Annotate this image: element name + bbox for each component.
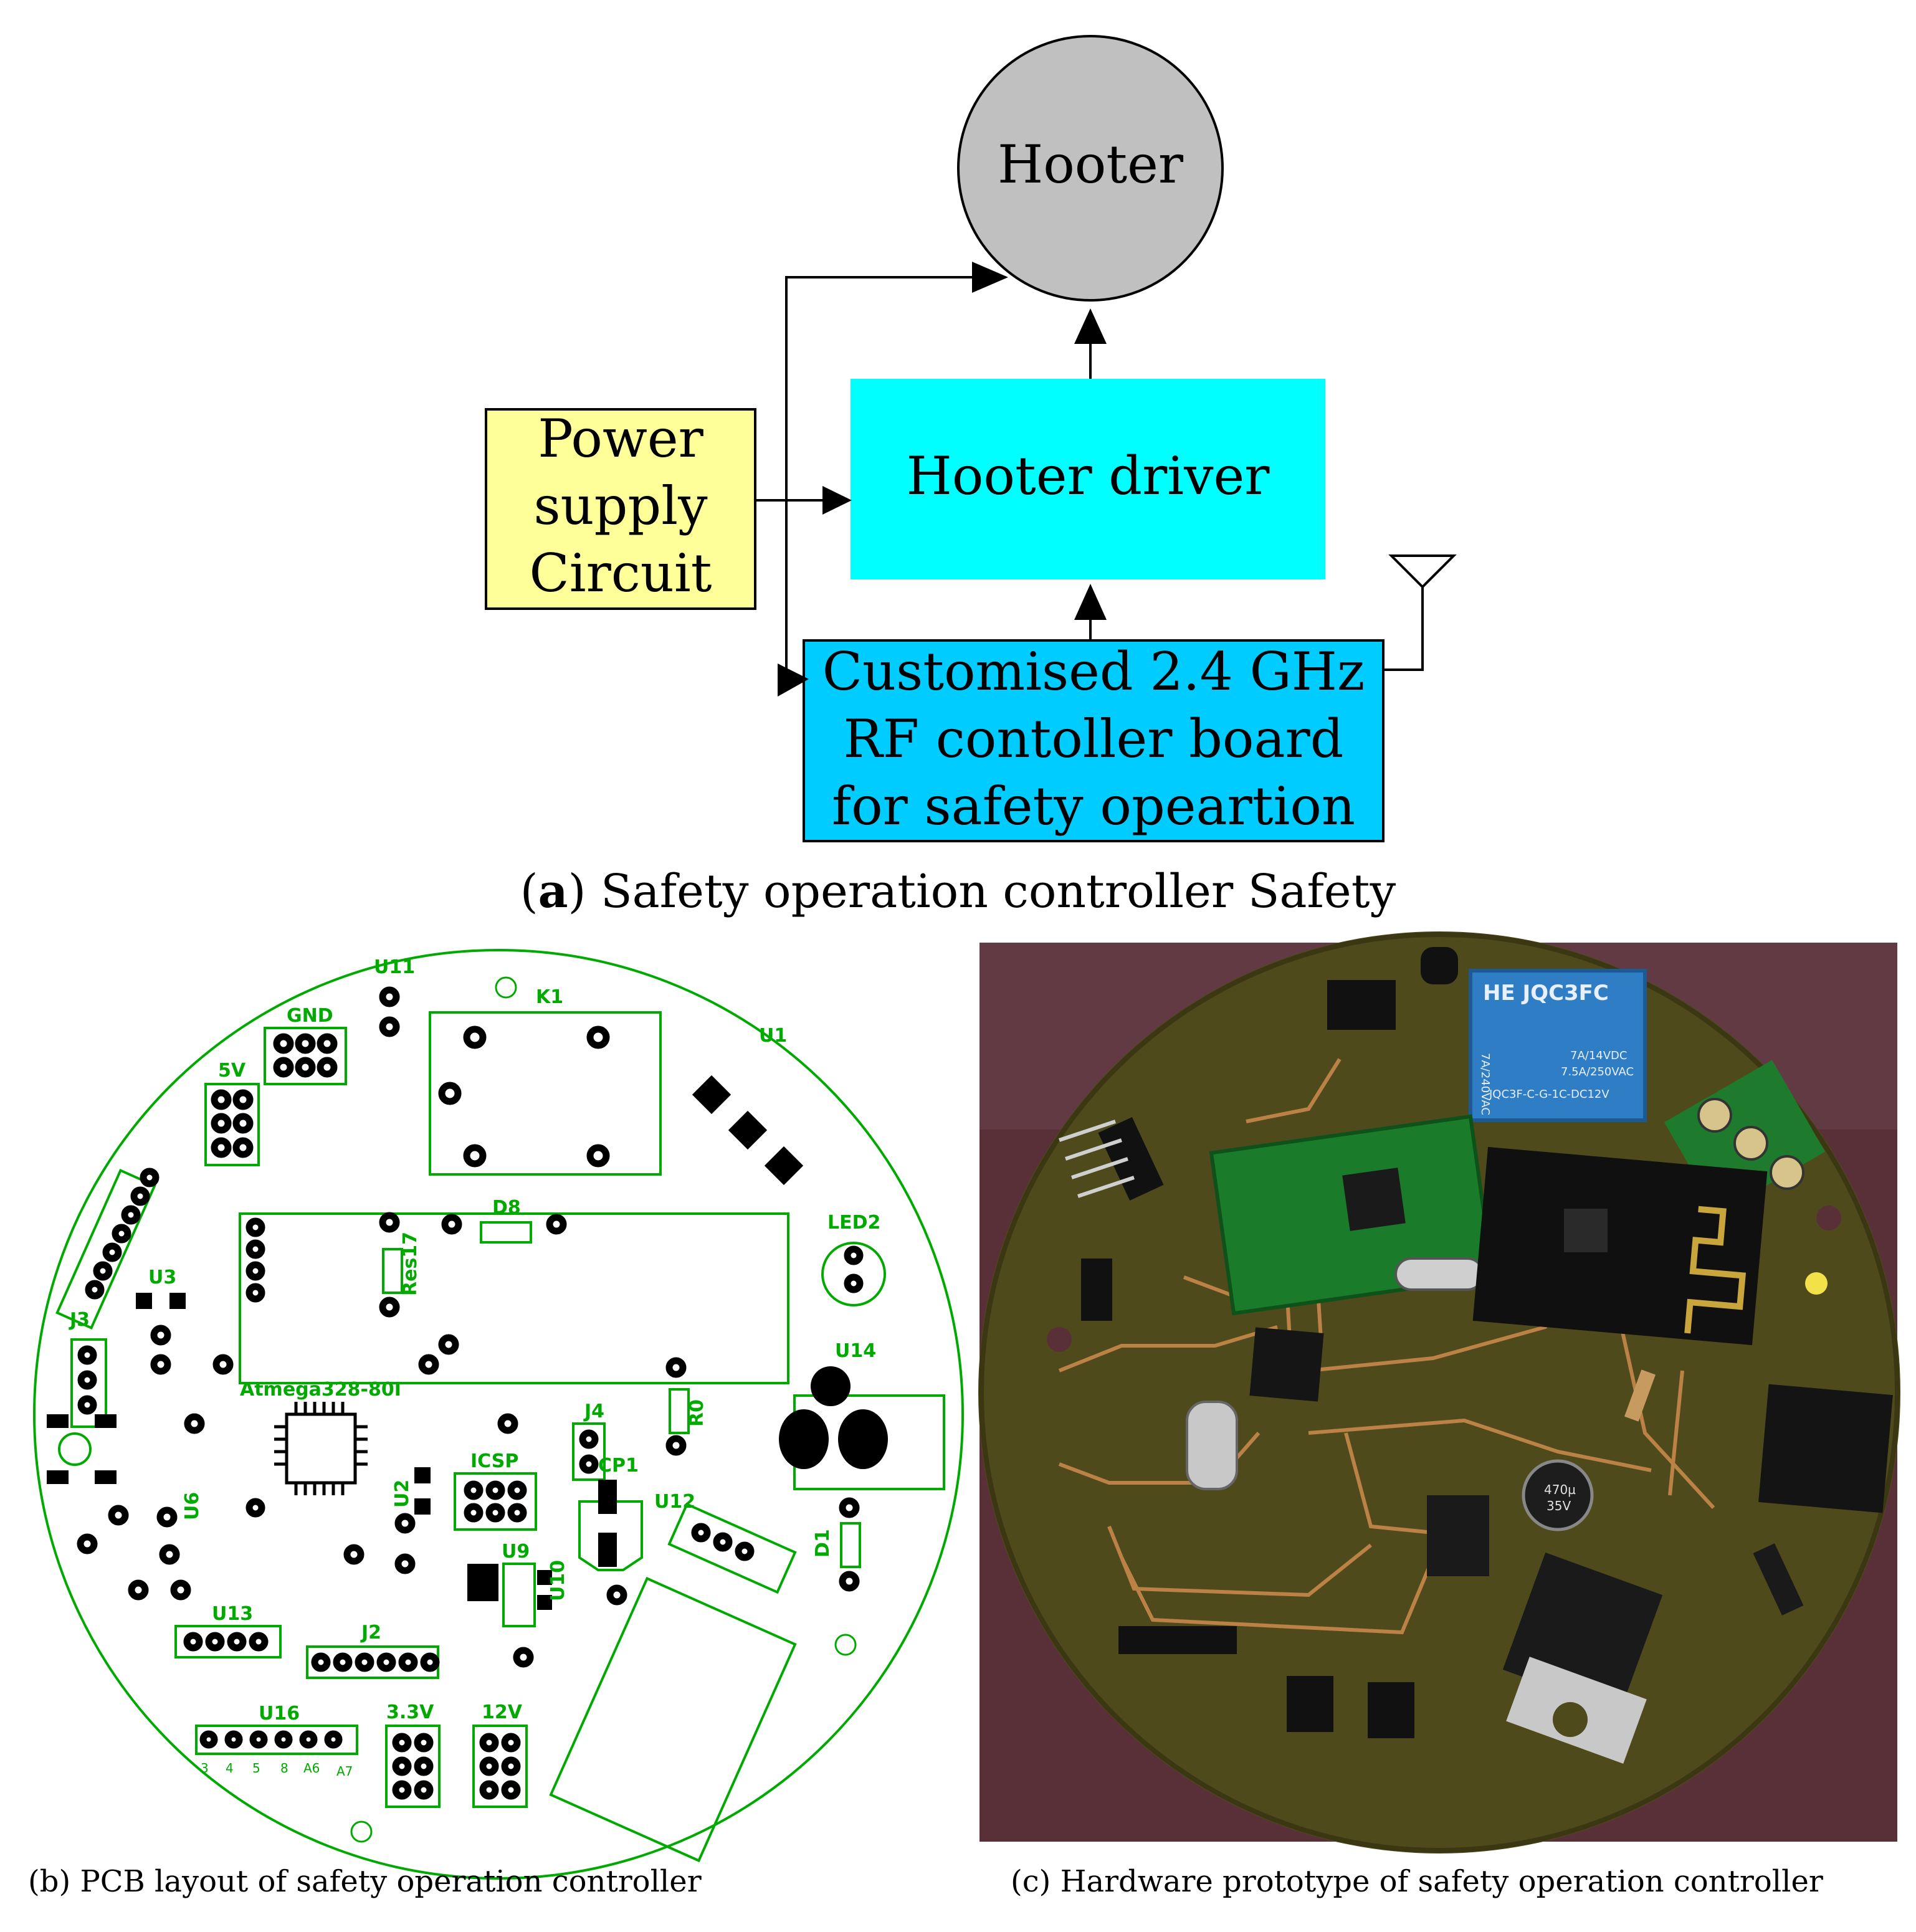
power-supply-node xyxy=(485,408,756,610)
pcb-label-icsp: ICSP xyxy=(470,1450,518,1472)
relay-spec-left-text: 7A/240VAC xyxy=(1479,1053,1492,1115)
u16-pin-label: 5 xyxy=(252,1761,260,1776)
pcb-label-12v: 12V xyxy=(482,1701,523,1723)
relay-brand-text: HE JQC3FC xyxy=(1483,981,1609,1006)
hooter-node xyxy=(957,35,1224,302)
pcb-label-res17: Res17 xyxy=(399,1232,421,1296)
pcb-label-u3: U3 xyxy=(148,1267,176,1288)
pcb-label-u2: U2 xyxy=(391,1480,413,1508)
rf-board-line-2: RF contoller board xyxy=(843,708,1344,769)
connector-power-to-driver xyxy=(755,486,852,515)
photo-led xyxy=(1805,1272,1828,1295)
pcb-label-u10: U10 xyxy=(547,1560,569,1601)
pcb-label-r0: R0 xyxy=(686,1399,708,1427)
hardware-photo: HE JQC3FC 7A/240VAC 7A/14VDC 7.5A/250VAC… xyxy=(978,931,1900,1853)
u16-pin-label: A7 xyxy=(336,1764,353,1779)
caption-a-letter: a xyxy=(538,865,568,918)
pcb-label-j4: J4 xyxy=(583,1401,604,1422)
pcb-label-d8: D8 xyxy=(492,1197,521,1219)
u16-pin-label: 4 xyxy=(226,1761,234,1776)
rf-board-node xyxy=(803,639,1385,842)
caption-a: (a) Safety operation controller Safety xyxy=(520,865,1396,918)
pcb-label-u12: U12 xyxy=(654,1491,695,1513)
pcb-outline xyxy=(33,949,964,1880)
photo-relay xyxy=(1469,969,1647,1122)
pcb-label-u14: U14 xyxy=(835,1340,876,1362)
pcb-layout: U11 GND 5V K1 U1 D8 Res17 LED2 U3 J3 Atm… xyxy=(33,949,964,1880)
photo-capacitor xyxy=(1522,1459,1594,1531)
pcb-label-3v3: 3.3V xyxy=(386,1701,434,1723)
pcb-label-5v: 5V xyxy=(218,1060,246,1082)
pcb-label-u16: U16 xyxy=(259,1703,300,1725)
pcb-label-j2: J2 xyxy=(360,1622,381,1644)
power-supply-line-1: Power xyxy=(538,408,703,469)
pcb-label-gnd: GND xyxy=(287,1005,333,1027)
pcb-label-u1: U1 xyxy=(759,1025,787,1047)
pcb-label-j3: J3 xyxy=(69,1309,90,1331)
relay-spec-right2-text: 7.5A/250VAC xyxy=(1561,1065,1634,1078)
photo-mcu xyxy=(1249,1327,1324,1402)
pcb-label-u13: U13 xyxy=(212,1603,253,1625)
pcb-label-k1: K1 xyxy=(536,986,563,1008)
power-supply-label: Power supply Circuit xyxy=(486,405,755,607)
capacitor-text-2: 35V xyxy=(1547,1498,1571,1513)
connector-driver-to-hooter xyxy=(1074,308,1107,379)
caption-c: (c) Hardware prototype of safety operati… xyxy=(1011,1864,1823,1899)
rf-board-label: Customised 2.4 GHz RF contoller board fo… xyxy=(804,638,1383,840)
pcb-label-d1: D1 xyxy=(812,1529,834,1558)
caption-a-text: Safety operation controller Safety xyxy=(600,865,1396,918)
relay-spec-right1-text: 7A/14VDC xyxy=(1570,1049,1627,1062)
pcb-label-u9: U9 xyxy=(502,1541,530,1563)
power-supply-line-3: Circuit xyxy=(529,543,712,604)
pcb-label-u11: U11 xyxy=(374,956,415,978)
connector-power-to-hooter xyxy=(785,262,1008,500)
rf-board-line-1: Customised 2.4 GHz xyxy=(822,641,1365,702)
photo-voltage-regulator xyxy=(1502,1552,1663,1764)
caption-b: (b) PCB layout of safety operation contr… xyxy=(28,1864,702,1899)
connector-rf-to-driver xyxy=(1074,584,1107,640)
pcb-label-atmega: Atmega328-80I xyxy=(240,1379,401,1401)
hooter-driver-label: Hooter driver xyxy=(906,445,1270,507)
pcb-label-led2: LED2 xyxy=(827,1212,880,1234)
photo-dc-jack xyxy=(1758,1384,1893,1513)
rf-board-line-3: for safety opeartion xyxy=(832,776,1355,837)
u16-pin-label: 3 xyxy=(201,1761,209,1776)
relay-part-text: JQC3F-C-G-1C-DC12V xyxy=(1489,1088,1609,1101)
antenna-icon xyxy=(1383,554,1457,671)
capacitor-text-1: 470µ xyxy=(1544,1482,1576,1497)
pcb-label-cp1: CP1 xyxy=(598,1455,639,1477)
connector-power-to-rf-board xyxy=(778,500,809,697)
hooter-label: Hooter xyxy=(997,134,1184,195)
pcb-label-u6: U6 xyxy=(181,1492,203,1520)
hooter-driver-node xyxy=(851,379,1325,579)
photo-nrf-module xyxy=(1472,1146,1768,1346)
block-diagram xyxy=(485,35,1457,842)
u16-pin-label: A6 xyxy=(303,1761,320,1776)
u16-pin-label: 8 xyxy=(280,1761,288,1776)
power-supply-line-2: supply xyxy=(533,475,708,536)
